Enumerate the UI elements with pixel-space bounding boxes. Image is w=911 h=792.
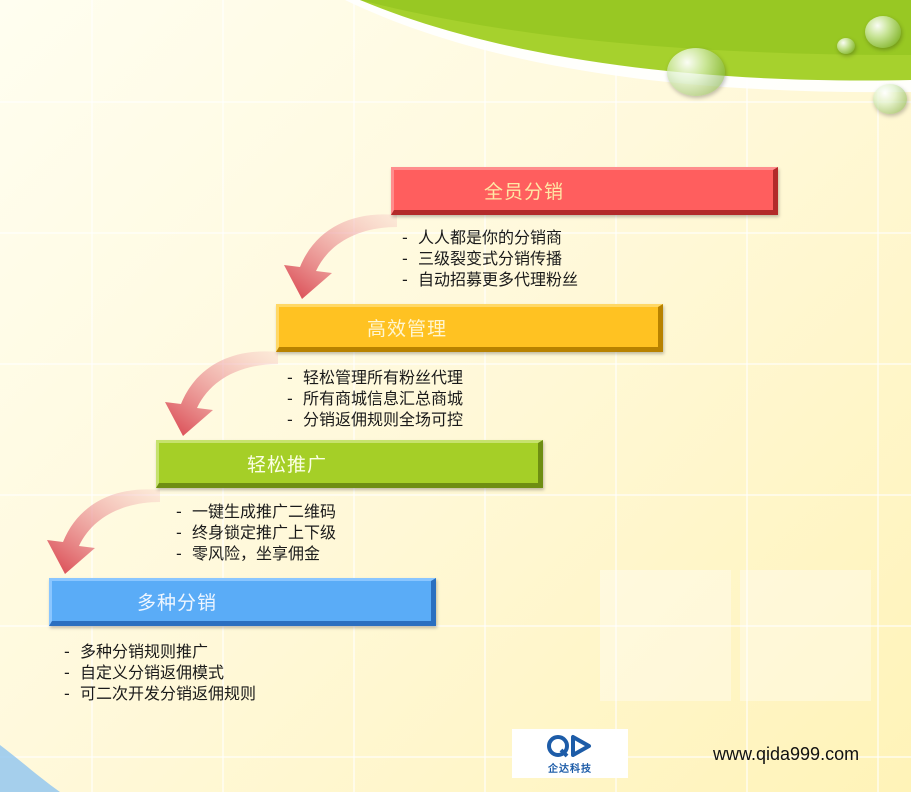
step-title: 轻松推广 — [247, 453, 328, 476]
water-drop-icon — [667, 48, 725, 96]
qd-logo-icon — [547, 734, 591, 757]
step-title-bar: 轻松推广 — [156, 440, 543, 488]
list-item: 一键生成推广二维码 — [176, 501, 336, 522]
list-item: 人人都是你的分销商 — [402, 227, 578, 248]
list-item: 分销返佣规则全场可控 — [287, 409, 463, 430]
background-tile — [740, 570, 871, 701]
list-item: 自动招募更多代理粉丝 — [402, 269, 578, 290]
step-bullet-list: 轻松管理所有粉丝代理 所有商城信息汇总商城 分销返佣规则全场可控 — [287, 367, 463, 430]
curved-arrow-icon — [284, 214, 397, 299]
list-item: 可二次开发分销返佣规则 — [64, 683, 256, 704]
logo-text: 企达科技 — [548, 763, 592, 775]
step-title-bar: 多种分销 — [49, 578, 436, 626]
water-drop-icon — [837, 38, 855, 54]
curved-arrow-icon — [165, 351, 278, 436]
list-item: 轻松管理所有粉丝代理 — [287, 367, 463, 388]
step-title-bar: 全员分销 — [391, 167, 778, 215]
step-bullet-list: 一键生成推广二维码 终身锁定推广上下级 零风险，坐享佣金 — [176, 501, 336, 564]
step-title: 全员分销 — [484, 180, 565, 203]
list-item: 终身锁定推广上下级 — [176, 522, 336, 543]
step-title-bar: 高效管理 — [276, 304, 663, 352]
website-link[interactable]: www.qida999.com — [713, 744, 860, 764]
list-item: 多种分销规则推广 — [64, 641, 256, 662]
list-item: 三级裂变式分销传播 — [402, 248, 578, 269]
list-item: 所有商城信息汇总商城 — [287, 388, 463, 409]
background-tile — [600, 570, 731, 701]
step-bullet-list: 人人都是你的分销商 三级裂变式分销传播 自动招募更多代理粉丝 — [402, 227, 578, 290]
company-logo: 企达科技 — [512, 729, 628, 778]
list-item: 零风险，坐享佣金 — [176, 543, 336, 564]
step-bullet-list: 多种分销规则推广 自定义分销返佣模式 可二次开发分销返佣规则 — [64, 641, 256, 704]
curved-arrow-icon — [47, 489, 160, 574]
step-title: 多种分销 — [137, 591, 218, 614]
water-drop-icon — [865, 16, 901, 48]
step-title: 高效管理 — [367, 317, 448, 340]
water-drop-icon — [873, 84, 907, 114]
list-item: 自定义分销返佣模式 — [64, 662, 256, 683]
